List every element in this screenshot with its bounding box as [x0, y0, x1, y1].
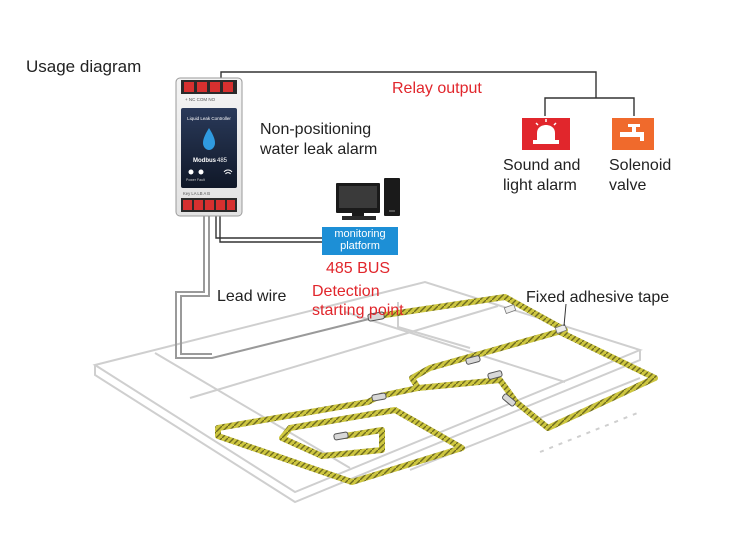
sound-alarm-label: Sound and light alarm [503, 156, 580, 196]
fault-led [198, 169, 204, 175]
led-fault-label: Fault [197, 178, 205, 182]
siren-icon [522, 118, 570, 150]
detection-start-label: Detection starting point [312, 282, 404, 320]
wifi-icon [223, 169, 233, 175]
solenoid-line2: valve [609, 177, 647, 194]
detection-line1: Detection [312, 283, 380, 300]
fixed-tape-label: Fixed adhesive tape [526, 289, 670, 306]
detection-line2: starting point [312, 302, 404, 319]
monitoring-line2: platform [340, 240, 380, 252]
leak-controller-device: + NC COM NO Liquid Leak Controller Modbu… [175, 77, 243, 217]
device-brand: Modbus [193, 158, 217, 164]
sensing-cable [215, 294, 658, 485]
device-model: 485 [217, 158, 228, 164]
computer-icon [336, 178, 400, 220]
relay-output-label: Relay output [392, 80, 482, 97]
led-power-label: Power [186, 178, 197, 182]
sound-alarm-line1: Sound and [503, 157, 581, 174]
device-description: Non-positioning water leak alarm [260, 120, 377, 160]
monitoring-platform-label: monitoring platform [322, 228, 398, 252]
top-terminal-labels: + NC COM NO [185, 97, 216, 102]
power-led [188, 169, 194, 175]
faucet-icon [612, 118, 654, 150]
device-name: Liquid Leak Controller [187, 116, 231, 121]
device-description-line1: Non-positioning [260, 121, 372, 138]
solenoid-valve-label: Solenoid valve [609, 156, 671, 196]
bus-label: 485 BUS [326, 260, 391, 277]
sound-alarm-line2: light alarm [503, 177, 577, 194]
device-description-line2: water leak alarm [260, 141, 378, 158]
lead-wire-label: Lead wire [217, 288, 287, 305]
bus-wiring [215, 212, 322, 243]
bottom-terminal-labels: Key LA LB A B [183, 191, 210, 196]
diagram-title: Usage diagram [26, 57, 142, 76]
adhesive-tape-marker [503, 303, 568, 335]
monitoring-line1: monitoring [334, 228, 386, 240]
solenoid-line1: Solenoid [609, 157, 672, 174]
relay-wiring [220, 71, 635, 116]
lead-wire [175, 212, 374, 359]
monitoring-platform-box [322, 227, 398, 255]
cable-connectors [333, 311, 516, 441]
water-drop-icon [203, 128, 215, 150]
